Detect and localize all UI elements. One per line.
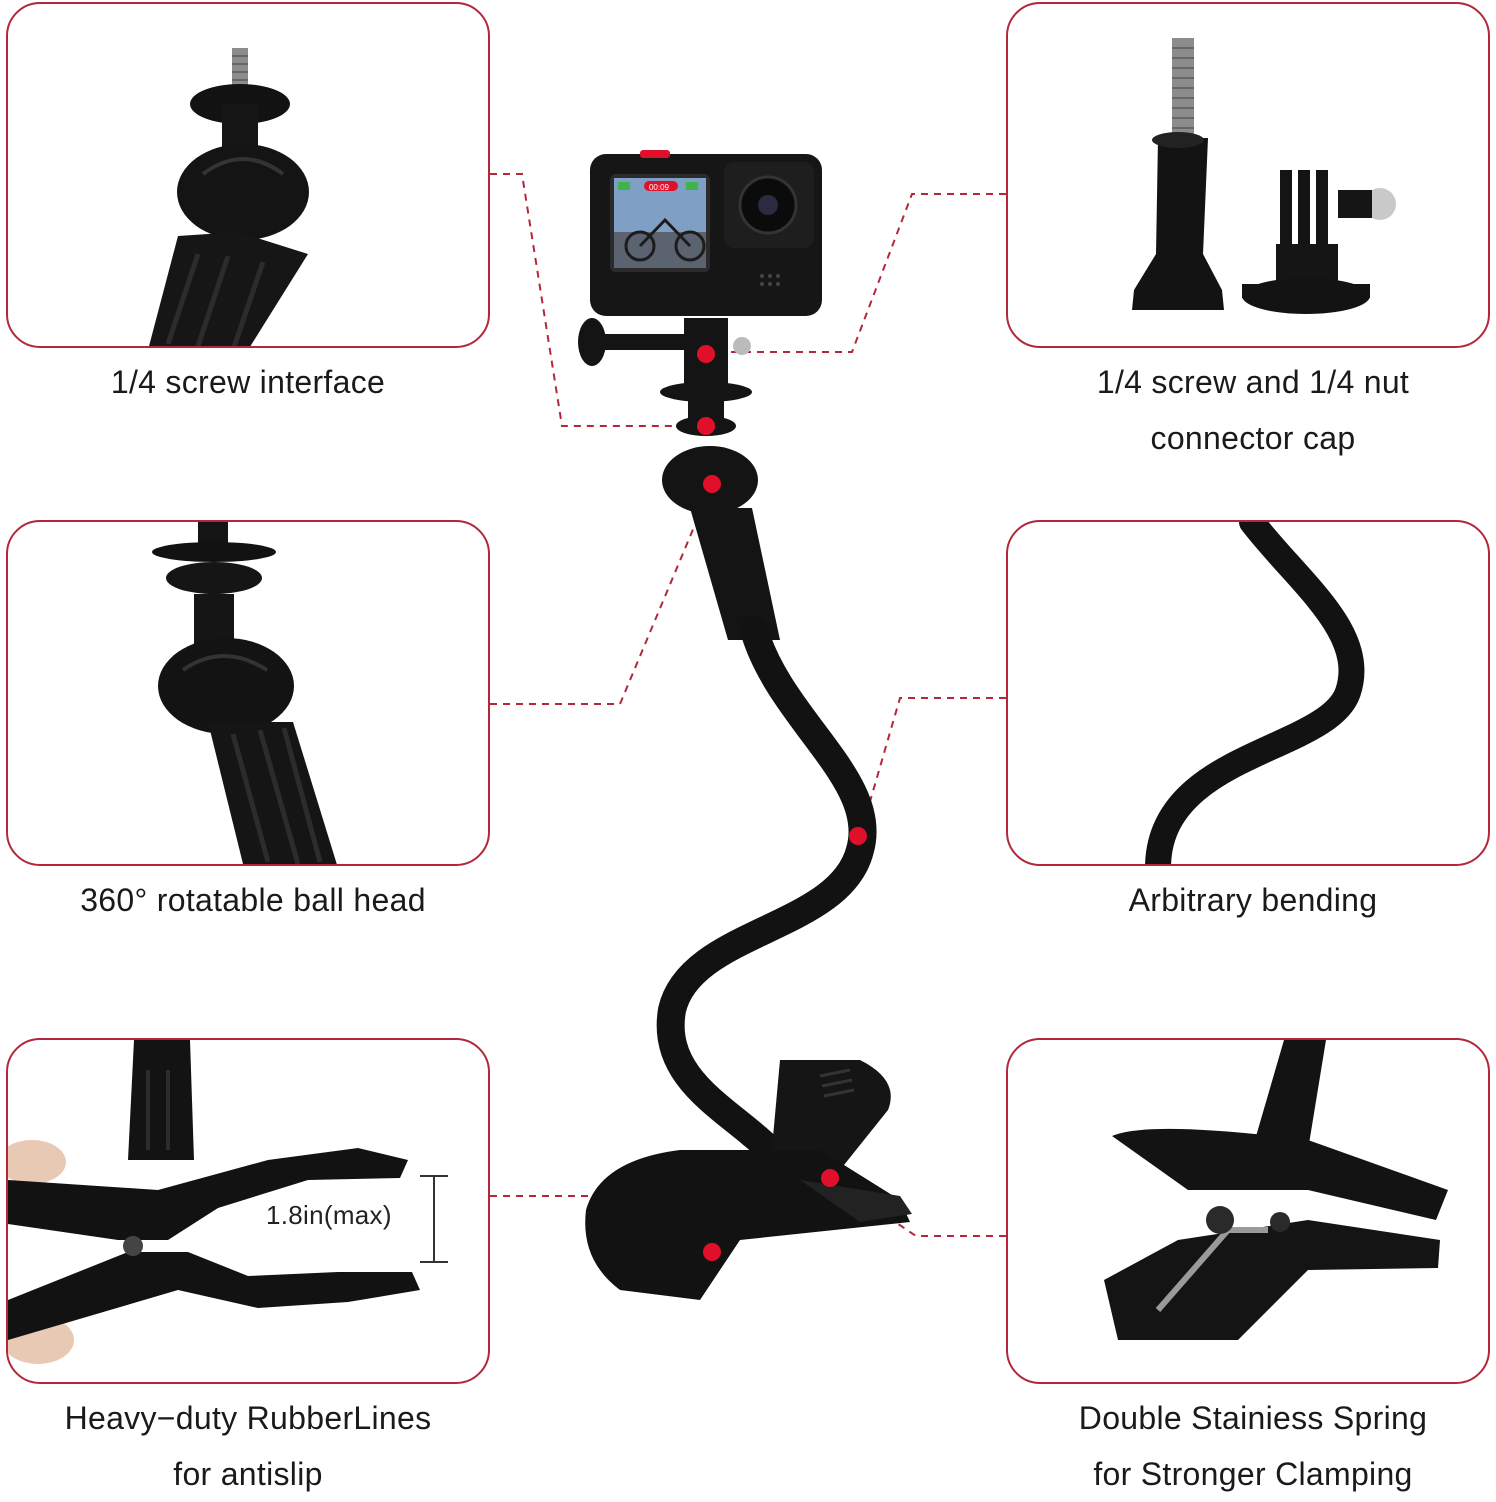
caption-rubber-lines-line2: for antislip <box>173 1456 323 1492</box>
caption-screw-nut: 1/4 screw and 1/4 nut connector cap <box>1006 354 1496 466</box>
screw-and-nut-icon <box>1132 38 1396 314</box>
mount-adapter-icon <box>578 318 780 640</box>
panel-rubber-lines: 1.8in(max) <box>6 1038 490 1384</box>
caption-screw-nut-line2: connector cap <box>1150 420 1356 456</box>
camera-icon <box>590 150 822 316</box>
clamp-icon <box>585 1060 912 1300</box>
panel-ball-head <box>6 520 490 866</box>
gooseneck-icon <box>656 616 877 1164</box>
clamp-spring-icon <box>1104 1040 1448 1340</box>
clamp-jaws-icon <box>8 1040 448 1364</box>
panel-spring <box>1006 1038 1490 1384</box>
caption-rubber-lines: Heavy−duty RubberLines for antislip <box>6 1390 490 1502</box>
caption-screw-interface: 1/4 screw interface <box>6 354 490 410</box>
caption-ball-head: 360° rotatable ball head <box>6 872 500 928</box>
panel-screw-interface <box>6 2 490 348</box>
caption-screw-interface-text: 1/4 screw interface <box>110 364 386 400</box>
flexible-gooseneck-icon <box>1145 522 1365 864</box>
camera-screen-timer: 00:09 <box>649 183 670 192</box>
caption-spring-line2: for Stronger Clamping <box>1093 1456 1413 1492</box>
caption-spring-line1: Double Stainiess Spring <box>1078 1400 1428 1436</box>
panel-bending <box>1006 520 1490 866</box>
leader-lines <box>490 173 1006 1253</box>
clamp-opening-label: 1.8in(max) <box>266 1200 392 1230</box>
ball-head-closeup-icon <box>149 48 309 346</box>
caption-screw-nut-line1: 1/4 screw and 1/4 nut <box>1096 364 1410 400</box>
rotatable-ball-head-icon <box>152 522 337 864</box>
caption-spring: Double Stainiess Spring for Stronger Cla… <box>1006 1390 1496 1502</box>
panel-screw-nut <box>1006 2 1490 348</box>
caption-bending: Arbitrary bending <box>1006 872 1496 928</box>
marker-dot-icon <box>697 345 867 1261</box>
caption-rubber-lines-line1: Heavy−duty RubberLines <box>64 1400 432 1436</box>
caption-ball-head-text: 360° rotatable ball head <box>80 882 426 918</box>
caption-bending-text: Arbitrary bending <box>1128 882 1378 918</box>
